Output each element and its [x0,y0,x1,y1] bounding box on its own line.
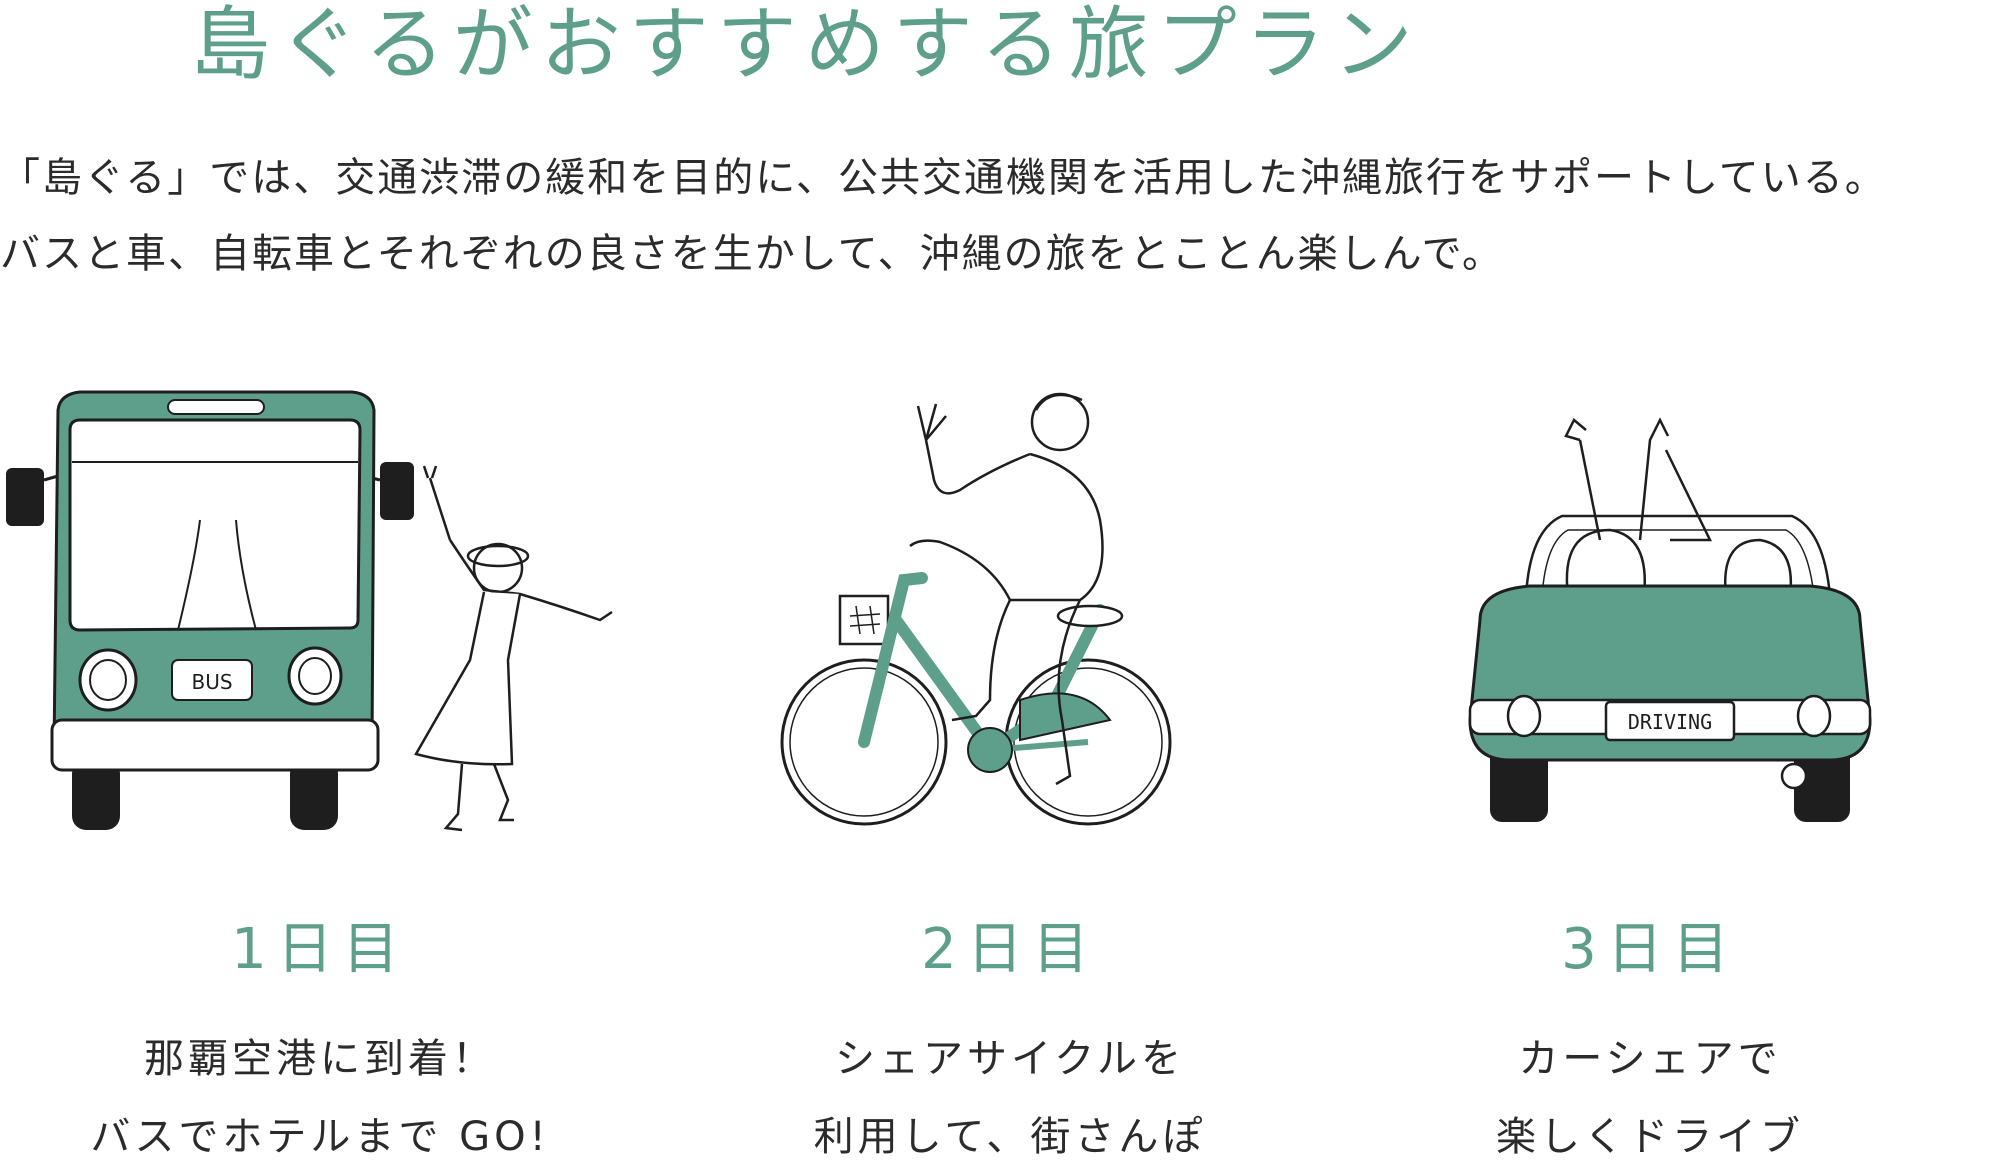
plan-day-3: DRIVING 3日目 カーシェアで 楽しくドライブ [1330,380,1970,1172]
car-illustration-icon: DRIVING [1468,417,1872,822]
plan-description: 那覇空港に到着！ バスでホテルまで GO! [0,1020,640,1176]
plan-desc-line-1: カーシェアで [1518,1036,1782,1082]
plan-desc-line-2: 利用して、街さんぽ [813,1114,1207,1160]
plan-desc-line-2: バスでホテルまで GO! [90,1114,550,1160]
bus-sign: BUS [191,670,232,694]
intro-text: 「島ぐる」では、交通渋滞の緩和を目的に、公共交通機関を活用した沖縄旅行をサポート… [0,140,2011,292]
plan-day-2: 2日目 シェアサイクルを 利用して、街さんぽ [690,380,1330,1172]
plan-list: BUS 1日目 那覇空港に到着！ バスでホテルまで GO! [0,380,2011,1172]
plan-description: カーシェアで 楽しくドライブ [1330,1020,1970,1176]
plan-day-label: 3日目 [1561,917,1739,982]
plan-day-label: 2日目 [921,917,1099,982]
plan-desc-line-2: 楽しくドライブ [1496,1114,1804,1160]
plan-day-label: 1日目 [231,917,409,982]
plan-desc-line-1: シェアサイクルを [835,1036,1185,1082]
intro-line-2: バスと車、自転車とそれぞれの良さを生かして、沖縄の旅をとことん楽しんで。 [0,231,1504,277]
car-plate: DRIVING [1628,710,1712,734]
page-title: 島ぐるがおすすめする旅プラン [190,0,1421,91]
plan-desc-line-1: 那覇空港に到着！ [144,1036,496,1082]
plan-description: シェアサイクルを 利用して、街さんぽ [690,1020,1330,1176]
intro-line-1: 「島ぐる」では、交通渋滞の緩和を目的に、公共交通機関を活用した沖縄旅行をサポート… [0,155,1887,201]
plan-day-1: BUS 1日目 那覇空港に到着！ バスでホテルまで GO! [0,380,640,1172]
bicycle-illustration-icon [780,392,1172,826]
bus-illustration-icon: BUS [6,390,613,832]
